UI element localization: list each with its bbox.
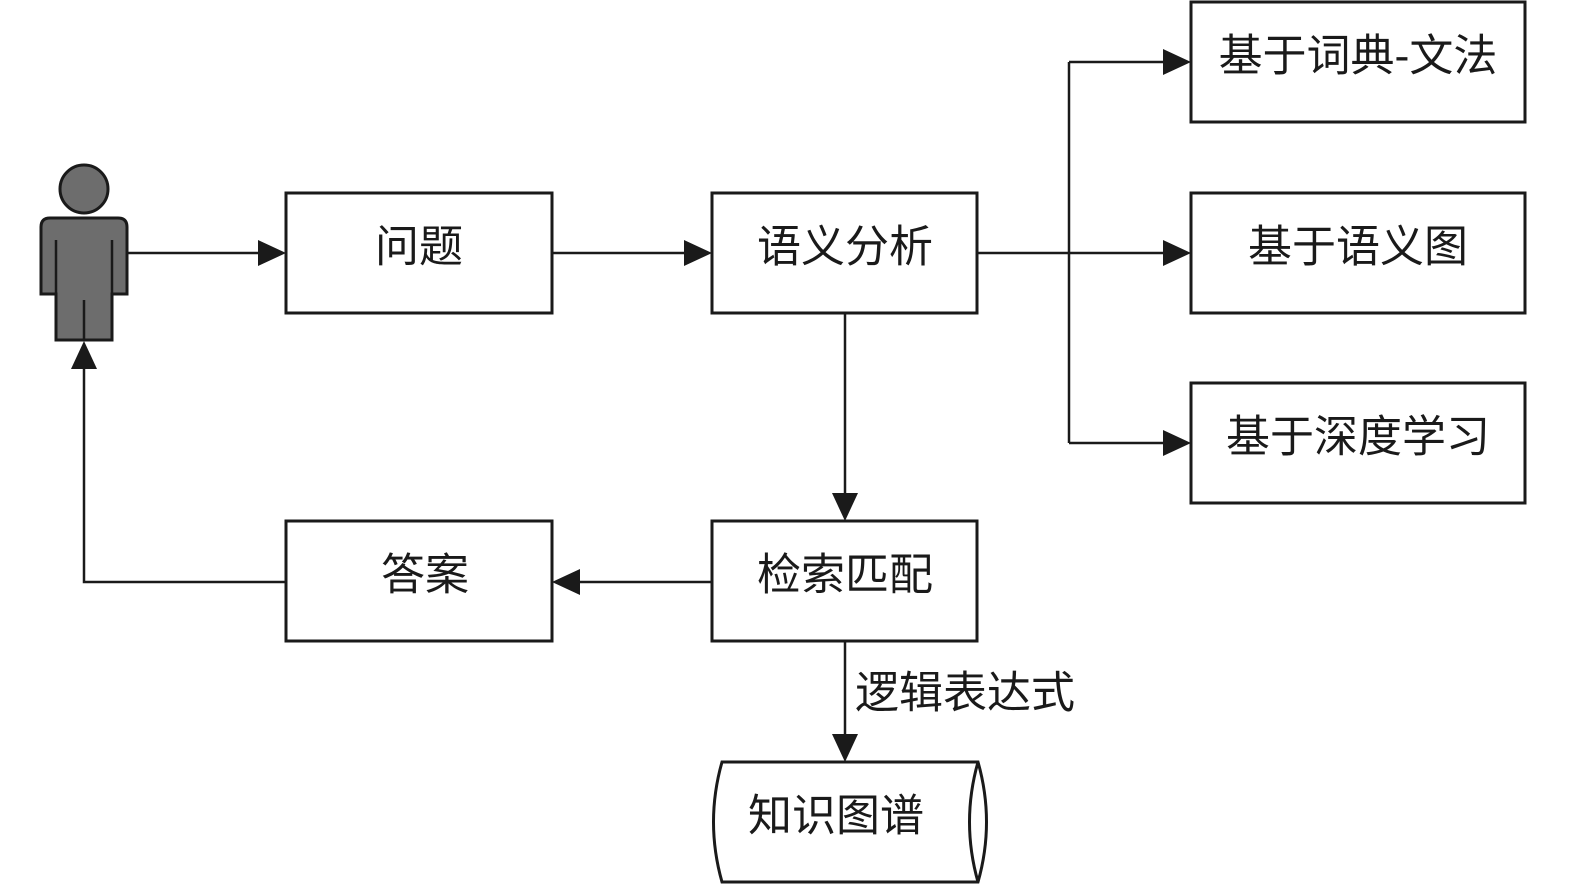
node-retrieval-matching-label: 检索匹配 [757,550,933,601]
edge-label-logic-expression: 逻辑表达式 [855,668,1075,719]
node-knowledge-graph-inner-curve [968,761,980,883]
node-question-box [284,191,554,315]
node-semantic-analysis-box [710,191,979,315]
edge-answer-to-user [82,366,286,584]
arrowhead-deep-learning [1163,430,1191,456]
node-semantic-analysis: 语义分析 [710,191,979,315]
arrowhead-question [258,240,286,266]
arrowhead-semantic-graph [1163,240,1191,266]
node-dict-grammar: 基于词典-文法 [1189,0,1527,124]
node-deep-learning: 基于深度学习 [1189,381,1527,505]
arrowhead-knowledge-graph [832,734,858,762]
node-question: 问题 [284,191,554,315]
node-deep-learning-label: 基于深度学习 [1226,412,1490,463]
node-retrieval-matching: 检索匹配 [710,519,979,643]
node-answer-label: 答案 [381,550,469,601]
edges [71,49,1191,762]
node-question-label: 问题 [375,222,463,273]
node-semantic-analysis-label: 语义分析 [757,222,933,273]
node-knowledge-graph: 知识图谱 [712,760,988,884]
node-dict-grammar-box [1189,0,1527,124]
user-icon [39,163,129,342]
node-knowledge-graph-label: 知识图谱 [748,791,924,842]
arrowhead-retrieval [832,493,858,521]
user-head [58,163,110,215]
arrowhead-dict-grammar [1163,49,1191,75]
node-semantic-graph-box [1189,191,1527,315]
arrowhead-user [71,341,97,369]
node-retrieval-matching-box [710,519,979,643]
arrowhead-analysis [684,240,712,266]
node-deep-learning-box [1189,381,1527,505]
node-answer-box [284,519,554,643]
node-answer: 答案 [284,519,554,643]
node-semantic-graph-label: 基于语义图 [1248,222,1468,273]
node-dict-grammar-label: 基于词典-文法 [1219,31,1498,82]
arrowhead-answer [552,569,580,595]
user-body [39,216,129,342]
node-semantic-graph: 基于语义图 [1189,191,1527,315]
